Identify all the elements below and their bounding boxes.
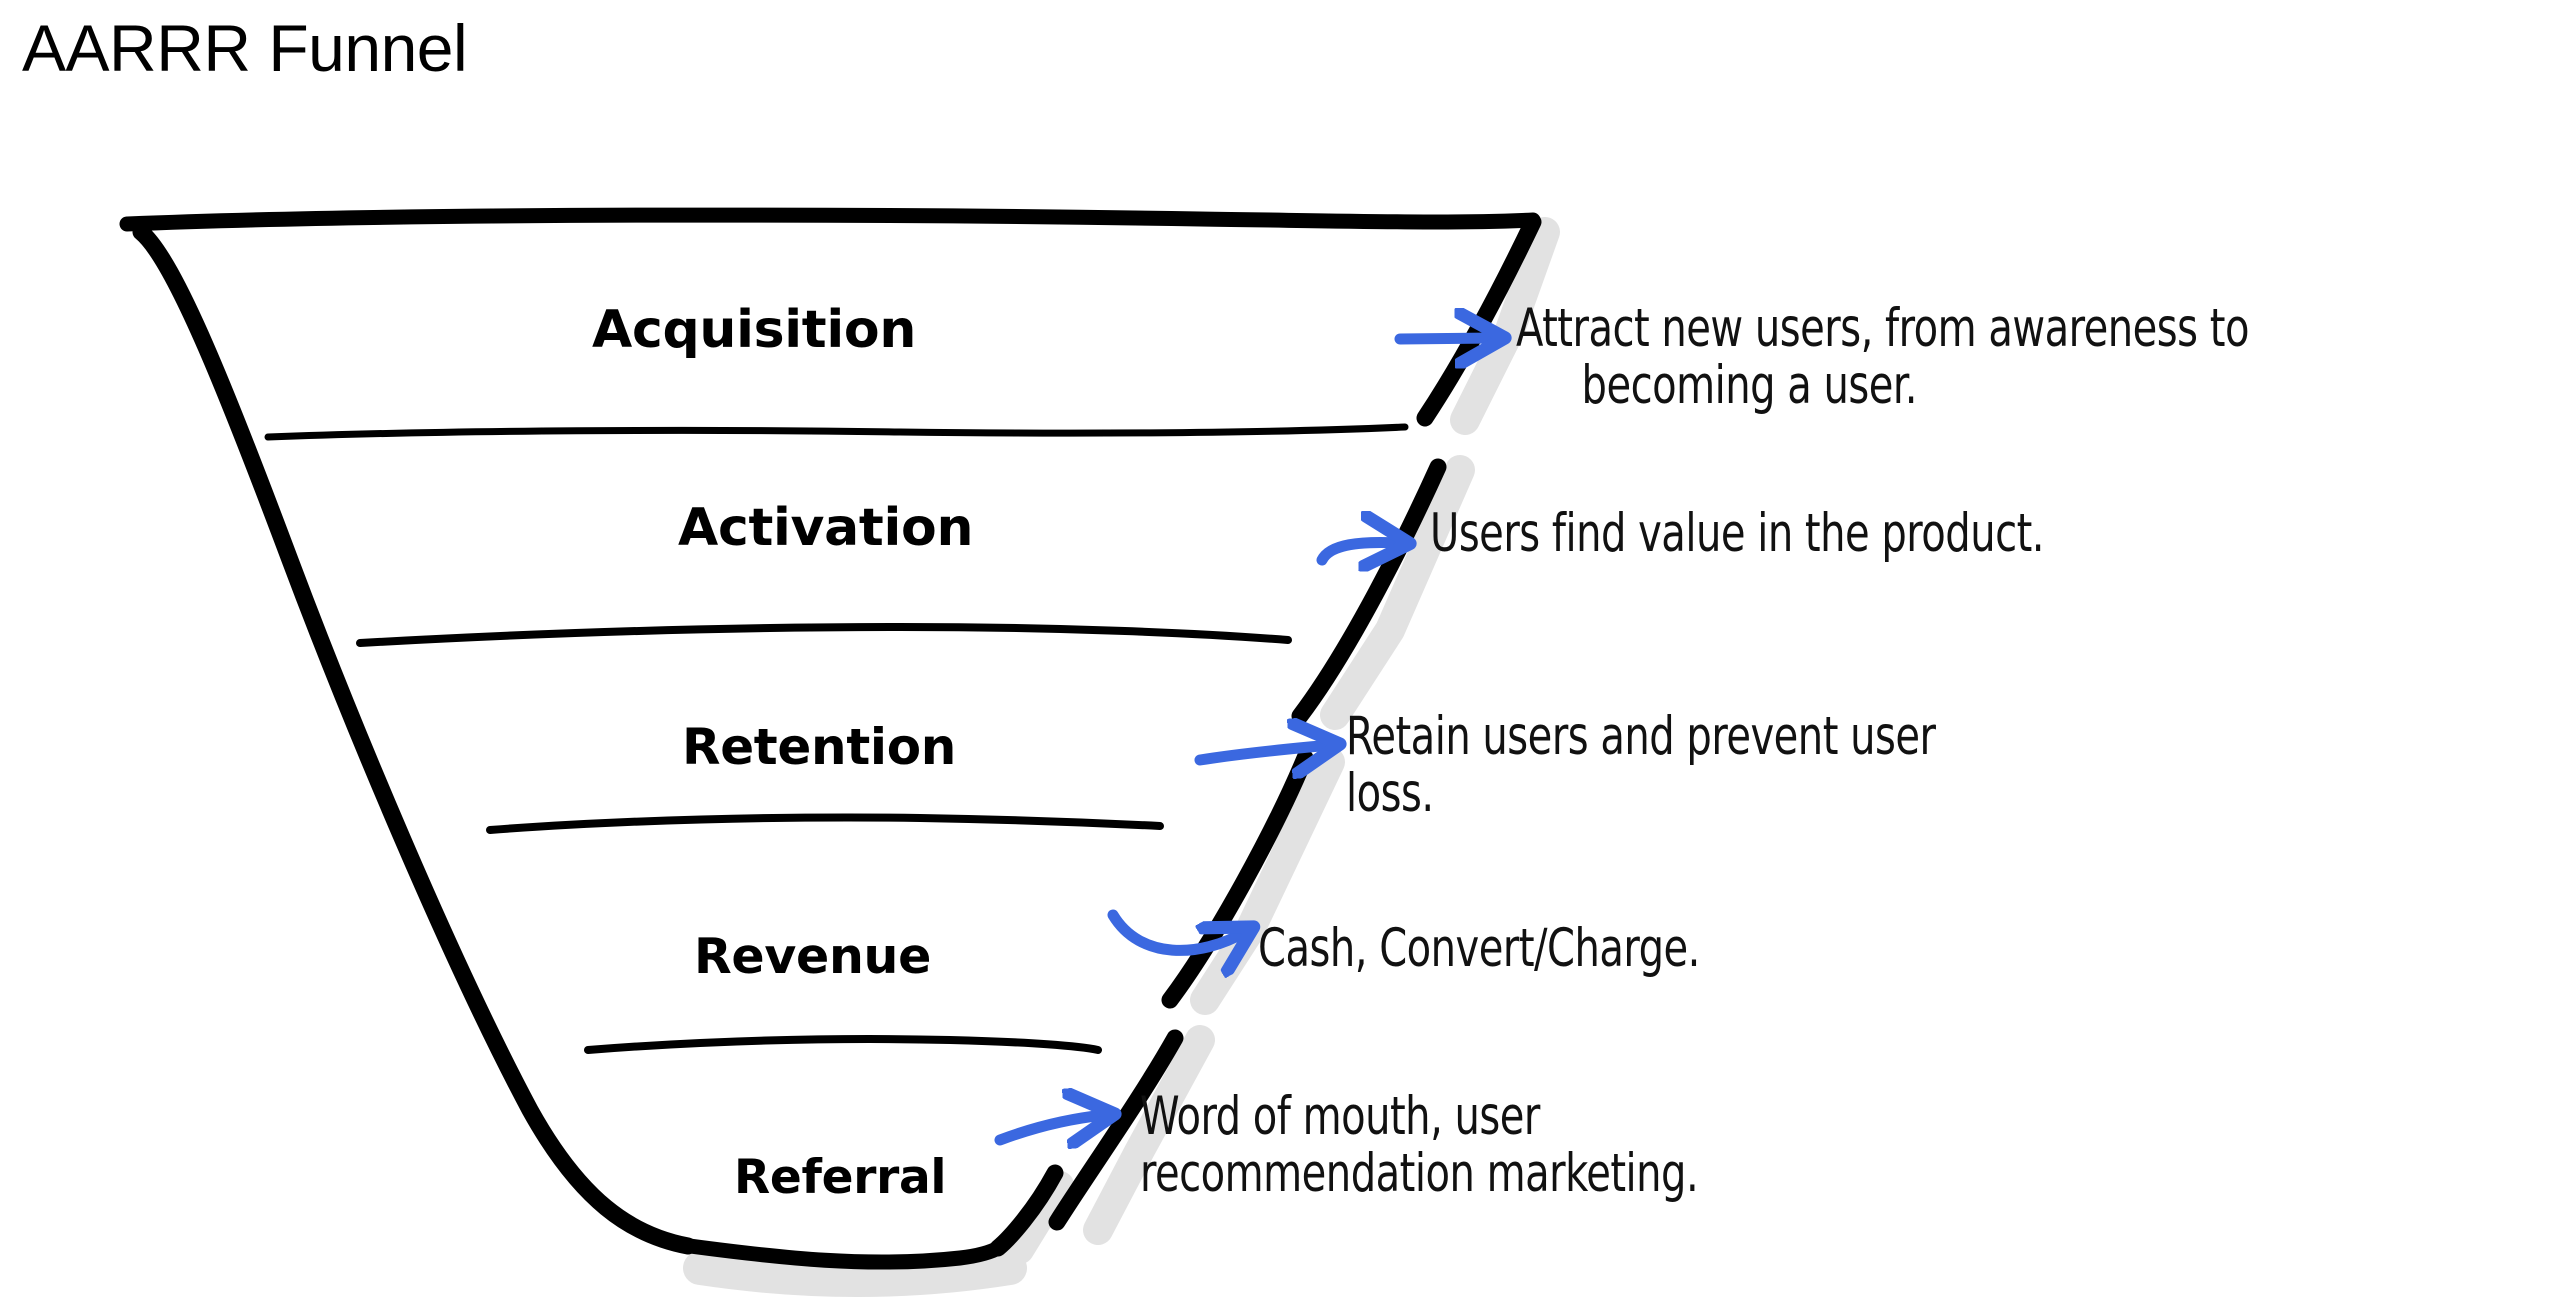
description-line-2: loss. <box>1346 763 1434 825</box>
shadow-right-seg-2 <box>1320 455 1475 730</box>
page-title: AARRR Funnel <box>22 11 468 85</box>
funnel-right-edge-seg-3 <box>1161 749 1314 1009</box>
funnel-description-referral: Word of mouth, user recommendation marke… <box>1140 1086 2148 1205</box>
funnel-divider-1 <box>264 423 1409 441</box>
funnel-right-edge-seg-2 <box>1291 458 1447 725</box>
funnel-description-activation: Users find value in the product. <box>1430 505 2522 562</box>
description-line-1: Cash, Convert/Charge. <box>1258 918 1700 979</box>
funnel-stage-label-retention: Retention <box>682 718 957 776</box>
shadow-bottom <box>683 1251 1027 1297</box>
funnel-outline-group <box>119 207 1542 1270</box>
funnel-stage-label-acquisition: Acquisition <box>592 300 917 360</box>
funnel-stage-label-activation: Activation <box>678 498 974 558</box>
funnel-left-edge <box>132 223 697 1255</box>
shadow-right-seg-5 <box>1006 1171 1074 1264</box>
funnel-description-revenue: Cash, Convert/Charge. <box>1258 920 2182 977</box>
description-line-2: becoming a user. <box>1581 355 1918 417</box>
description-line-1: Attract new users, from awareness to <box>1516 298 2249 359</box>
description-line-2: recommendation marketing. <box>1140 1143 1699 1205</box>
funnel-stage-label-revenue: Revenue <box>694 928 932 985</box>
funnel-divider-2 <box>356 623 1292 647</box>
funnel-bottom-edge <box>682 1238 1008 1270</box>
arrow-revenue <box>1107 909 1245 950</box>
description-line-1: Users find value in the product. <box>1430 503 2045 564</box>
description-line-1: Word of mouth, user <box>1140 1086 1540 1147</box>
funnel-description-acquisition: Attract new users, from awareness to bec… <box>1516 298 2565 417</box>
arrow-activation <box>1316 542 1400 560</box>
funnel-stage-label-referral: Referral <box>734 1150 947 1205</box>
arrow-acquisition <box>1394 338 1495 339</box>
funnel-description-retention: Retain users and prevent user loss. <box>1346 706 2354 825</box>
shadow-right-seg-4 <box>1083 1025 1215 1245</box>
arrow-referral <box>994 1115 1105 1140</box>
funnel-divider-4 <box>584 1035 1102 1054</box>
description-line-1: Retain users and prevent user <box>1346 706 1936 767</box>
arrow-retention <box>1194 745 1330 760</box>
funnel-top-edge <box>119 207 1541 232</box>
funnel-divider-3 <box>486 813 1164 834</box>
callout-arrow-group <box>994 338 1495 1140</box>
